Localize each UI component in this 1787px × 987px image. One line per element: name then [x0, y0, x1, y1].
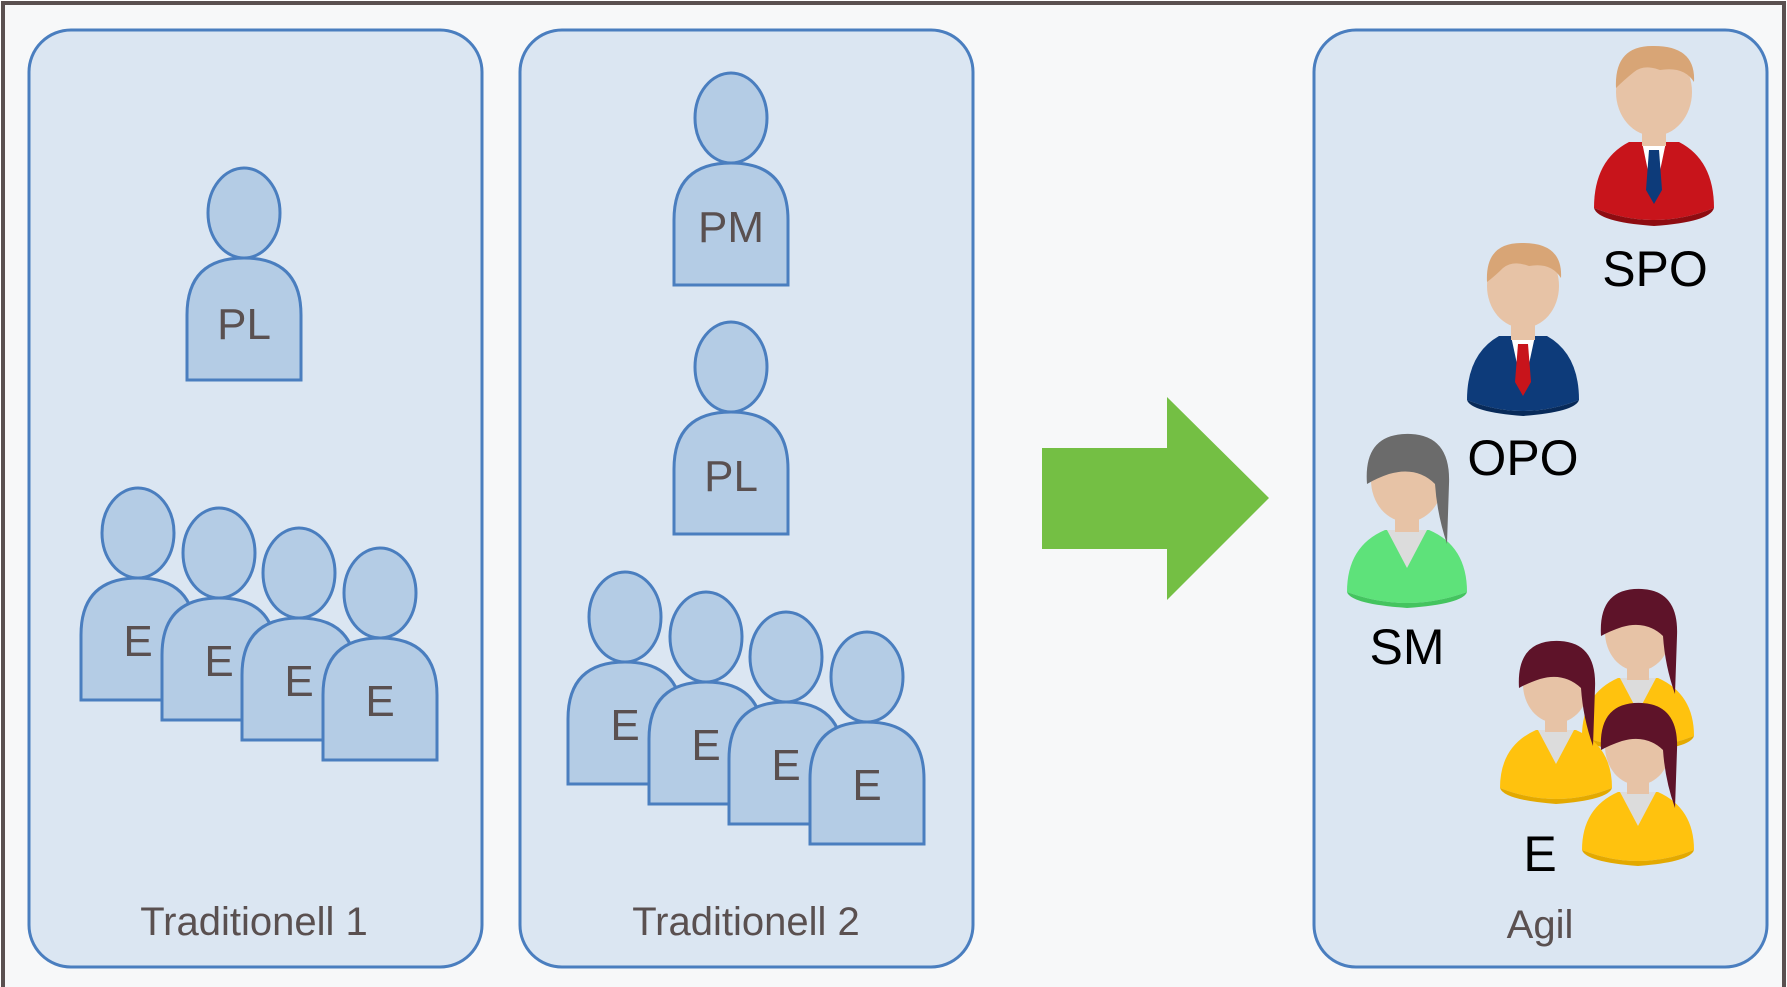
project-leader-label: PL [217, 300, 271, 349]
project-manager-figure: PM [672, 71, 790, 287]
panel-caption: Traditionell 1 [140, 900, 368, 944]
team-member-label: E [123, 617, 152, 666]
sm-label: SM [1370, 619, 1445, 675]
panel-agile: SPO OPO SM E Agil [1312, 28, 1769, 969]
team-member-label: E [852, 761, 881, 810]
team-member-figure: E [566, 570, 684, 786]
team-group: E E E E [79, 486, 439, 762]
team-member-label: E [365, 677, 394, 726]
team-member-figure: E [808, 630, 926, 846]
team-member-label: E [204, 637, 233, 686]
project-leader-figure: PL [185, 166, 303, 382]
team-member-figure: E [647, 590, 765, 806]
opo-label: OPO [1467, 430, 1578, 486]
panel-caption: Agil [1507, 903, 1574, 947]
spo-label: SPO [1602, 241, 1708, 297]
right-arrow-icon [1042, 397, 1269, 600]
team-member-figure: E [160, 506, 278, 722]
project-manager-label: PM [698, 203, 764, 252]
team-member-figure: E [321, 546, 439, 762]
team-member-label: E [610, 701, 639, 750]
team-group: E E E E [566, 570, 926, 846]
project-leader-figure: PL [672, 320, 790, 536]
panel-traditional-2: PM PL E E E E Traditionell 2 [518, 28, 975, 969]
team-label: E [1523, 826, 1556, 882]
panel-caption: Traditionell 2 [632, 900, 860, 944]
team-member-figure: E [727, 610, 845, 826]
team-member-figure: E [79, 486, 197, 702]
team-member-figure: E [240, 526, 358, 742]
team-member-label: E [284, 657, 313, 706]
panel-traditional-1: PL E E E E Traditionell 1 [27, 28, 484, 969]
team-member-label: E [691, 721, 720, 770]
team-member-label: E [771, 741, 800, 790]
project-leader-label: PL [704, 452, 758, 501]
